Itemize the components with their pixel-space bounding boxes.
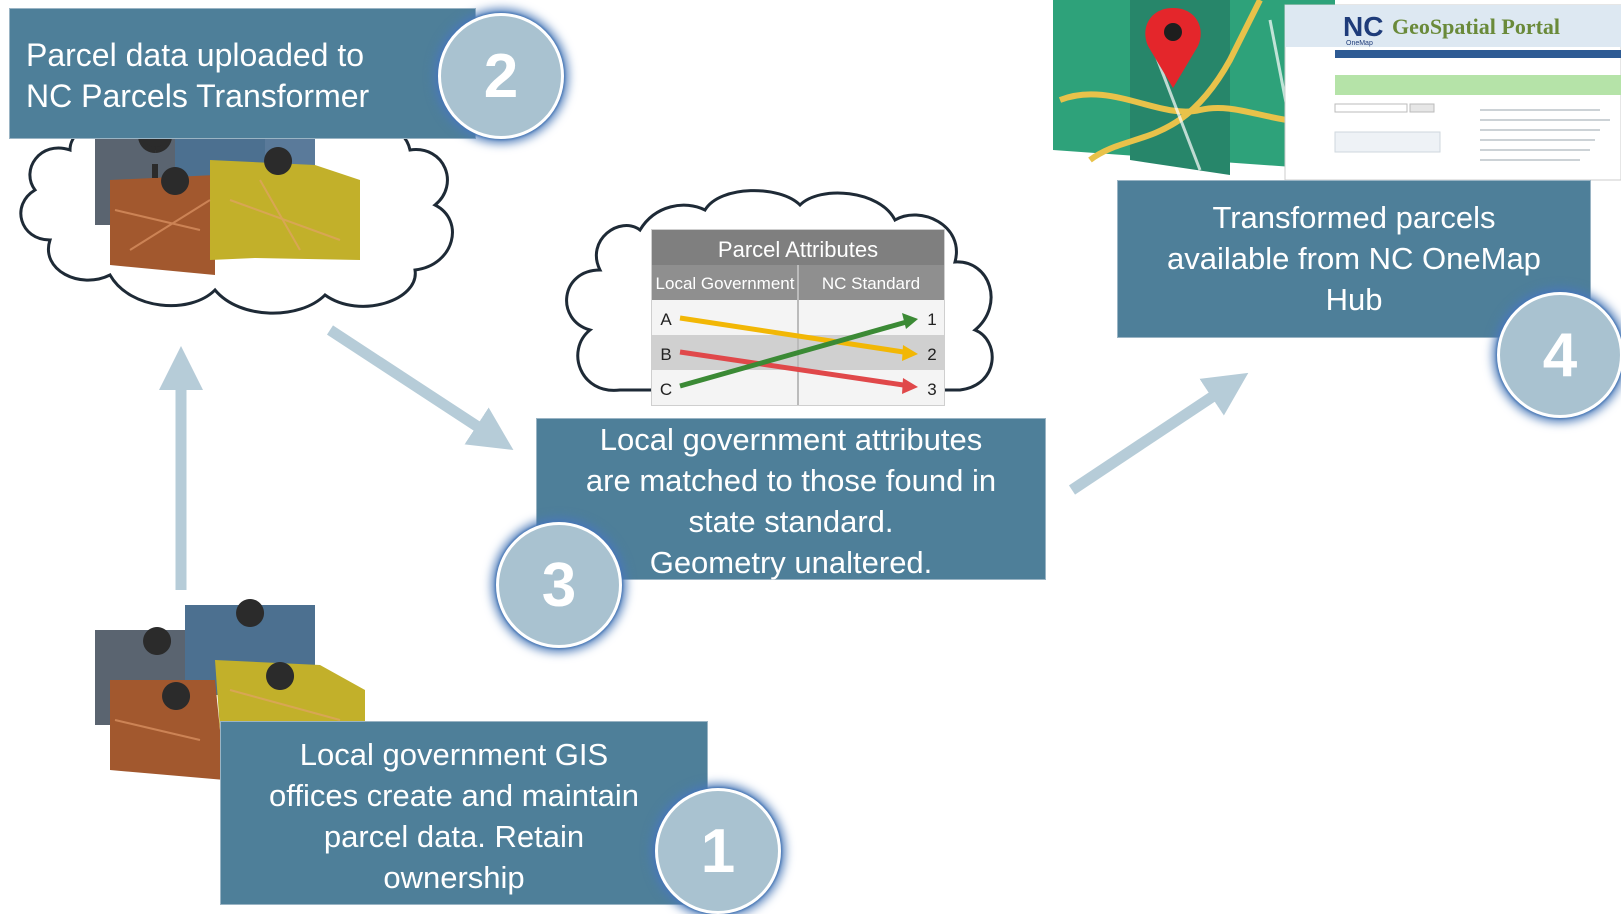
row-label-2: 2 (927, 345, 936, 364)
portal-title: GeoSpatial Portal (1392, 14, 1560, 39)
row-label-1: 1 (927, 310, 936, 329)
parcel-attributes-table: Parcel Attributes Local Government NC St… (651, 229, 945, 406)
row-label-b: B (660, 345, 671, 364)
row-label-c: C (660, 380, 672, 399)
row-label-a: A (660, 310, 672, 329)
step-1-line-2: offices create and maintain (269, 778, 639, 813)
map-pin-icon (266, 662, 295, 690)
step-1-line-4: ownership (383, 860, 525, 895)
mapping-b-to-3 (679, 349, 911, 389)
map-pin-icon (236, 599, 265, 627)
arrow-step3-to-step4 (1068, 372, 1249, 495)
step-3-line-1: Local government attributes (599, 422, 983, 457)
step-2-line-1: Parcel data uploaded to (26, 37, 365, 73)
map-pin-icon (161, 167, 190, 195)
mapping-c-to-1 (679, 318, 911, 389)
column-local-government: Local Government (656, 274, 795, 293)
step-1-line-3: parcel data. Retain (323, 819, 585, 854)
step-3-line-2: are matched to those found in (585, 463, 997, 498)
parcel-attributes-title: Parcel Attributes (718, 237, 878, 262)
parcel-maps-bottom (95, 599, 365, 780)
map-pin-icon (162, 682, 191, 710)
step-1-box: Local government GIS offices create and … (220, 721, 708, 905)
parcel-maps-top (95, 119, 360, 275)
step-4-box: Transformed parcels available from NC On… (1117, 180, 1591, 338)
step-3-box: Local government attributes are matched … (536, 418, 1046, 580)
step-2-box: Parcel data uploaded to NC Parcels Trans… (9, 8, 476, 139)
step-4-line-3: Hub (1325, 282, 1383, 317)
step-2-badge: 2 (438, 13, 564, 139)
step-3-line-3: state standard. (688, 504, 894, 539)
step-4-line-2: available from NC OneMap (1167, 241, 1541, 276)
map-pin-icon (143, 627, 172, 655)
portal-logo: NC (1343, 11, 1383, 42)
step-1-line-1: Local government GIS (299, 737, 609, 772)
column-nc-standard: NC Standard (822, 274, 920, 293)
map-pin-icon (1145, 8, 1201, 88)
step-4-badge: 4 (1497, 292, 1621, 418)
map-pin-icon (264, 147, 293, 175)
mapping-a-to-2 (679, 315, 911, 356)
row-label-3: 3 (927, 380, 936, 399)
step-1-badge: 1 (655, 788, 781, 914)
step-2-line-2: NC Parcels Transformer (26, 78, 370, 114)
step-3-badge: 3 (496, 522, 622, 648)
onemap-hub-image: NC OneMap GeoSpatial Portal (1053, 0, 1621, 181)
arrow-step2-to-step3 (326, 325, 514, 451)
portal-logo-sub: OneMap (1346, 40, 1373, 47)
step-4-line-1: Transformed parcels (1212, 200, 1496, 235)
step-3-line-4: Geometry unaltered. (649, 545, 933, 580)
